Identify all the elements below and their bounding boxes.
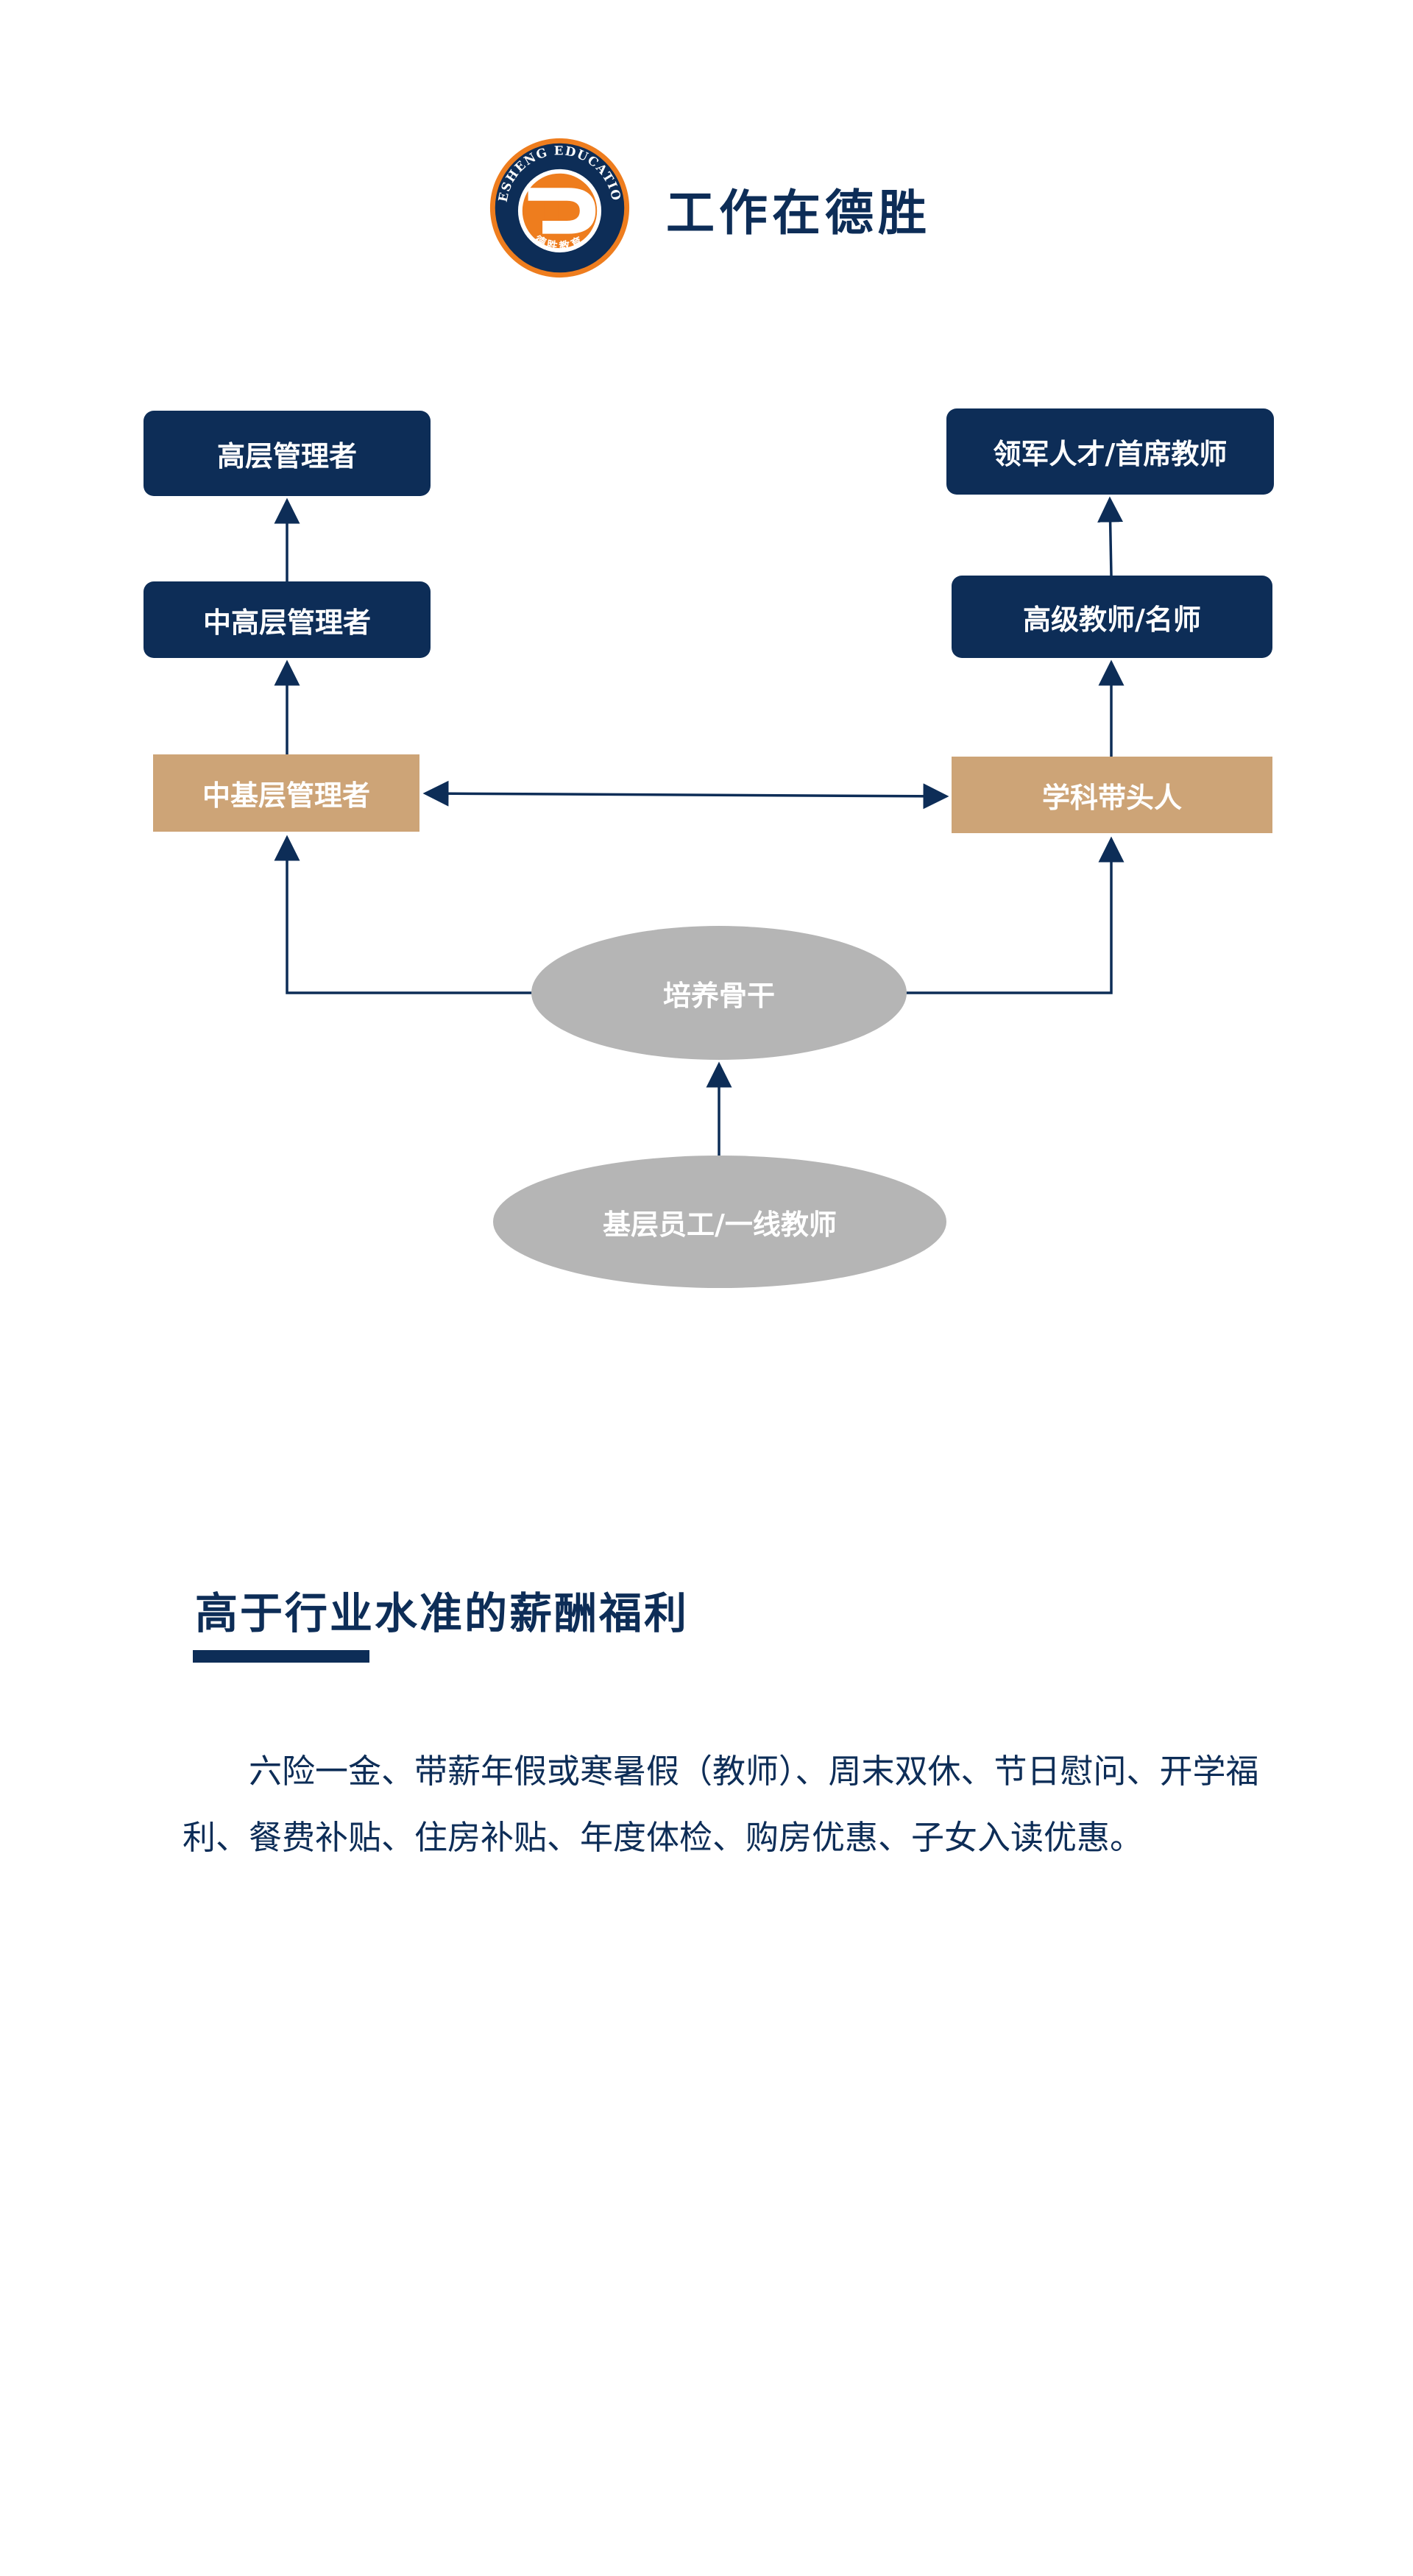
node-leading-talent: 领军人才/首席教师 xyxy=(946,408,1274,495)
arrow-midhigh-to-top-right xyxy=(1097,496,1124,576)
node-subject-leader: 学科带头人 xyxy=(952,757,1272,833)
node-mid-senior-manager: 中高层管理者 xyxy=(144,581,431,658)
benefits-text: 六险一金、带薪年假或寒暑假（教师）、周末双休、节日慰问、开学福利、餐费补贴、住房… xyxy=(183,1752,1259,1857)
arrow-core-to-mid-left xyxy=(274,835,533,994)
page-title: 工作在德胜 xyxy=(666,185,931,241)
arrow-core-to-mid-right xyxy=(905,836,1125,994)
desheng-logo: DESHENG EDUCATION 德胜教育 xyxy=(488,136,630,278)
connector-lines xyxy=(274,496,1125,1156)
node-base-staff: 基层员工/一线教师 xyxy=(493,1156,946,1288)
node-core-backbone: 培养骨干 xyxy=(531,926,907,1060)
node-senior-teacher: 高级教师/名师 xyxy=(952,576,1272,658)
benefits-title: 高于行业水准的薪酬福利 xyxy=(195,1588,690,1638)
arrow-bidirectional-mid xyxy=(422,780,949,810)
benefits-title-underline xyxy=(193,1650,369,1663)
node-mid-level-manager: 中基层管理者 xyxy=(153,754,419,832)
node-senior-manager: 高层管理者 xyxy=(144,411,431,496)
career-path-diagram: 高层管理者 中高层管理者 中基层管理者 领军人才/首席教师 高级教师/名师 学科… xyxy=(144,408,1274,1288)
page-header: DESHENG EDUCATION 德胜教育 工作在德胜 xyxy=(0,0,1413,294)
